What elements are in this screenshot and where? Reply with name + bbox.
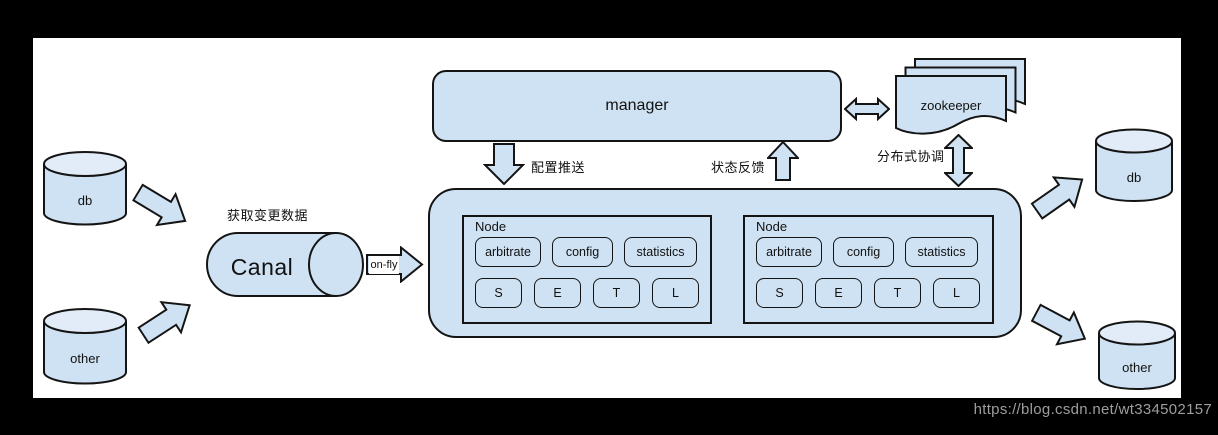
arrow-config-push-icon xyxy=(483,143,525,185)
database-cylinder-icon xyxy=(43,151,127,226)
watermark-url: https://blog.csdn.net/wt334502157 xyxy=(973,401,1212,418)
stage-e: E xyxy=(815,278,862,308)
canal-cylinder: Canal xyxy=(200,231,364,299)
arrow-db-to-canal-icon xyxy=(127,175,197,239)
database-cylinder-icon xyxy=(1095,128,1173,202)
manager-zookeeper-double-arrow-icon xyxy=(844,97,890,121)
target-db-cylinder: db xyxy=(1094,128,1174,203)
canal-label: Canal xyxy=(230,253,294,280)
node-box-1: Node arbitrate config statistics S E T L xyxy=(462,215,712,324)
distributed-coordination-label: 分布式协调 xyxy=(877,149,945,164)
database-cylinder-icon xyxy=(1098,320,1176,390)
pipeline-cylinder-icon xyxy=(206,232,364,297)
arbitrate-module: arbitrate xyxy=(756,237,822,267)
source-other-label: other xyxy=(70,350,100,366)
config-push-label: 配置推送 xyxy=(531,160,586,175)
node-module-row: arbitrate config statistics xyxy=(475,237,699,267)
source-db-cylinder: db xyxy=(42,150,128,226)
stage-t: T xyxy=(874,278,921,308)
config-module: config xyxy=(552,237,613,267)
source-other-cylinder: other xyxy=(42,307,128,385)
target-db-label: db xyxy=(1126,170,1142,185)
status-feedback-label: 状态反馈 xyxy=(711,160,766,175)
stage-e: E xyxy=(534,278,581,308)
config-module: config xyxy=(833,237,894,267)
source-db-label: db xyxy=(77,192,93,208)
stage-s: S xyxy=(756,278,803,308)
stage-l: L xyxy=(652,278,699,308)
node-title: Node xyxy=(756,219,788,234)
zookeeper-cluster-double-arrow-icon xyxy=(944,134,973,187)
capture-caption: 获取变更数据 xyxy=(227,208,309,223)
arrow-cluster-to-db-icon xyxy=(1025,162,1095,228)
statistics-module: statistics xyxy=(905,237,978,267)
stage-t: T xyxy=(593,278,640,308)
node-module-row: arbitrate config statistics xyxy=(756,237,981,267)
stage-s: S xyxy=(475,278,522,308)
manager-box: manager xyxy=(432,70,842,142)
node-stage-row: S E T L xyxy=(756,278,981,308)
database-cylinder-icon xyxy=(43,308,127,385)
node-stage-row: S E T L xyxy=(475,278,699,308)
statistics-module: statistics xyxy=(624,237,697,267)
target-other-label: other xyxy=(1122,360,1152,375)
on-fly-label: on-fly xyxy=(369,256,399,274)
arrow-cluster-to-other-icon xyxy=(1026,295,1096,358)
target-other-cylinder: other xyxy=(1097,320,1177,391)
arrow-status-feedback-icon xyxy=(767,141,799,181)
arrow-other-to-canal-icon xyxy=(132,287,202,352)
node-title: Node xyxy=(475,219,507,234)
manager-label: manager xyxy=(605,97,669,114)
document-stack-icon xyxy=(895,58,1026,135)
node-box-2: Node arbitrate config statistics S E T L xyxy=(743,215,994,324)
arbitrate-module: arbitrate xyxy=(475,237,541,267)
zookeeper-label: zookeeper xyxy=(920,97,982,113)
canal-cluster-container: Node arbitrate config statistics S E T L… xyxy=(428,188,1022,338)
zookeeper-stack: zookeeper xyxy=(895,57,1026,139)
stage-l: L xyxy=(933,278,980,308)
